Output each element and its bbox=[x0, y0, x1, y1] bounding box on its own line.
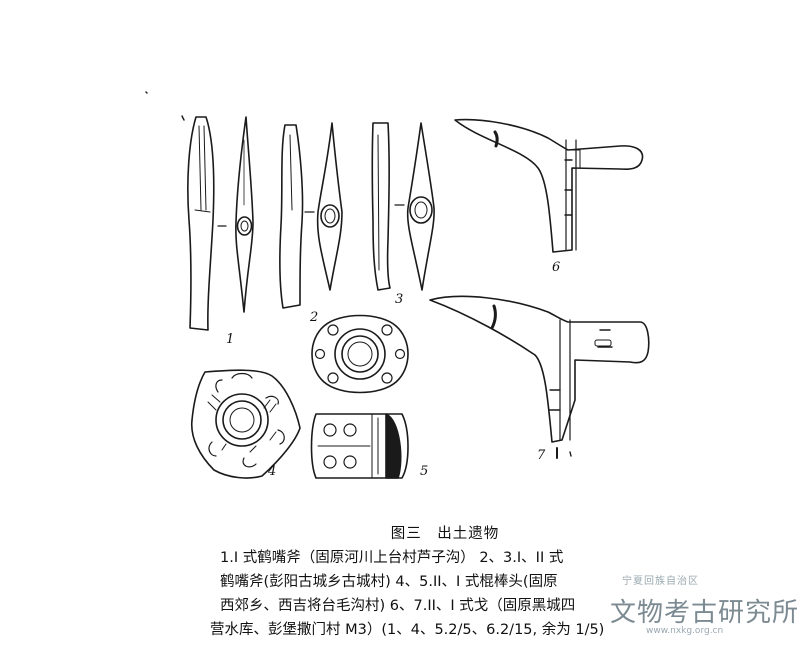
figure-label-4: 4 bbox=[268, 464, 277, 479]
figure-label-1: 1 bbox=[226, 332, 235, 347]
caption-line: 鹤嘴斧(彭阳古城乡古城村) 4、5.II、I 式棍棒头(固原 bbox=[220, 574, 558, 590]
artifact-5-mace-head bbox=[310, 314, 409, 479]
institute-watermark: 宁夏回族自治区 文物考古研究所 www.nxkg.org.cn bbox=[610, 572, 800, 652]
figure-label-7: 7 bbox=[537, 448, 546, 463]
figure-label-6: 6 bbox=[552, 260, 561, 275]
figure-caption: 图三 出土遗物 1.I 式鹤嘴斧（固原河川上台村芦子沟） 2、3.I、II 式 … bbox=[190, 522, 660, 642]
artifact-7-ge bbox=[429, 295, 650, 459]
caption-line: 1.I 式鹤嘴斧（固原河川上台村芦子沟） 2、3.I、II 式 bbox=[220, 550, 564, 566]
figure-label-3: 3 bbox=[395, 292, 404, 307]
artifact-1-pick-axe bbox=[187, 116, 254, 331]
artifact-4-mace-head bbox=[190, 369, 301, 479]
artifact-6-ge bbox=[454, 118, 644, 253]
figure-label-5: 5 bbox=[420, 464, 429, 479]
watermark-region: 宁夏回族自治区 bbox=[622, 576, 699, 587]
caption-title: 图三 出土遗物 bbox=[390, 526, 500, 542]
caption-line: 营水库、彭堡撒门村 M3）(1、4、5.2/5、6.2/15, 余为 1/5) bbox=[210, 622, 605, 638]
watermark-url: www.nxkg.org.cn bbox=[646, 626, 724, 636]
artifact-3-pick-axe bbox=[371, 122, 435, 291]
caption-line: 西郊乡、西吉将台毛沟村) 6、7.II、I 式戈（固原黑城四 bbox=[220, 598, 576, 614]
watermark-name: 文物考古研究所 bbox=[610, 598, 800, 628]
figure-label-2: 2 bbox=[310, 310, 319, 325]
artifact-figure bbox=[145, 91, 650, 479]
artifact-2-pick-axe bbox=[279, 122, 343, 309]
